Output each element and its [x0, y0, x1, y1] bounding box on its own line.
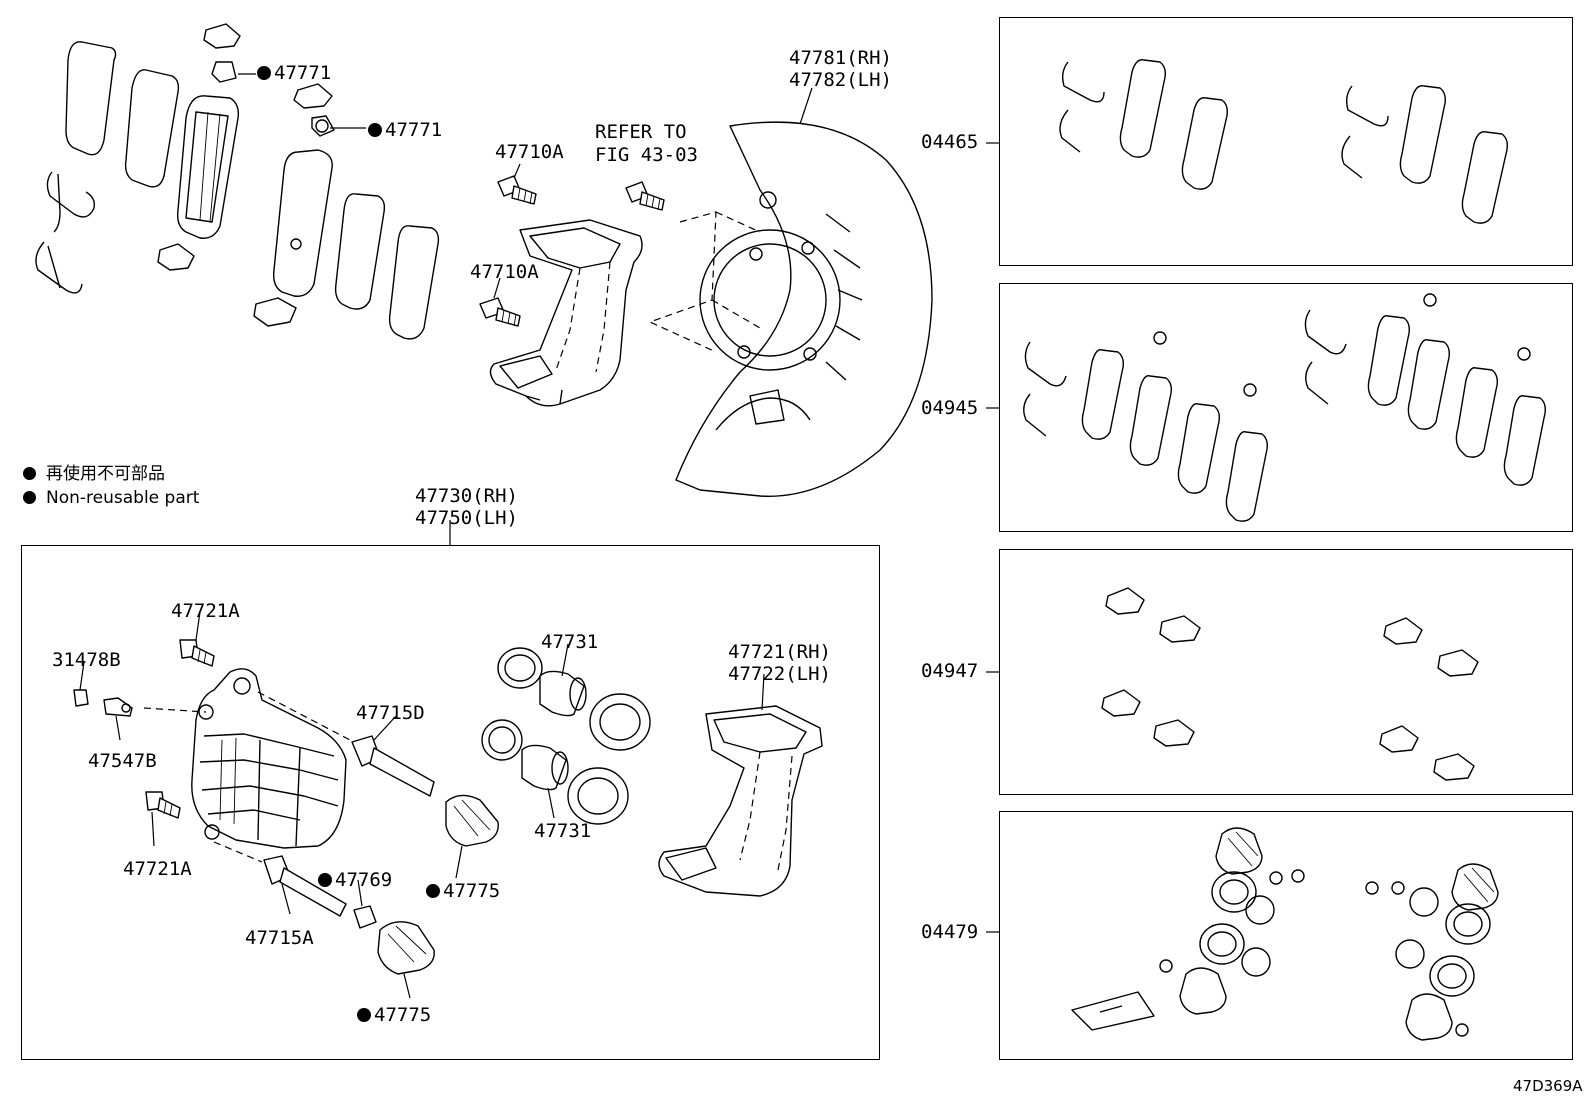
non-reusable-marker-icon [23, 467, 36, 480]
part-label-31478b[interactable]: 31478B [52, 649, 121, 671]
non-reusable-marker-icon [368, 123, 382, 137]
part-label-47771-b[interactable]: 47771 [368, 119, 442, 141]
brake-pad-set-drawing [35, 23, 440, 340]
caliper-torque-plate-drawing [489, 219, 643, 407]
legend-row-english: Non-reusable part [23, 486, 199, 510]
non-reusable-marker-icon [23, 491, 36, 504]
non-reusable-marker-icon [318, 873, 332, 887]
kit-04947-box [999, 549, 1573, 795]
kit-04479-drawing [1071, 827, 1499, 1041]
kit-04479-box [999, 811, 1573, 1060]
kit-04947-drawing [1101, 587, 1479, 781]
caliper-assembly-box [21, 545, 880, 1060]
part-label-47781: 47781(RH) [789, 47, 892, 69]
part-label-47731-bottom[interactable]: 47731 [534, 820, 592, 842]
kit-04945-drawing [1023, 293, 1547, 522]
part-label-47710a-2[interactable]: 47710A [470, 261, 539, 283]
part-label-47722: 47722(LH) [728, 663, 831, 685]
part-label-47721a-bottom[interactable]: 47721A [123, 858, 192, 880]
part-label-47775-a[interactable]: 47775 [426, 880, 500, 902]
part-label-47769[interactable]: 47769 [318, 869, 392, 891]
part-label-47730-47750[interactable]: 47730(RH) 47750(LH) [415, 485, 518, 529]
part-label-47782: 47782(LH) [789, 69, 892, 91]
part-label-47721-47722[interactable]: 47721(RH) 47722(LH) [728, 641, 831, 685]
part-label-47750: 47750(LH) [415, 507, 518, 529]
kit-code-04465[interactable]: 04465 [921, 131, 979, 153]
part-label-47771-a[interactable]: 47771 [257, 62, 331, 84]
kit-code-04945[interactable]: 04945 [921, 397, 979, 419]
part-label-47710a-1[interactable]: 47710A [495, 141, 564, 163]
part-label-47721: 47721(RH) [728, 641, 831, 663]
refer-note[interactable]: REFER TO FIG 43-03 [595, 121, 698, 167]
non-reusable-marker-icon [257, 66, 271, 80]
part-label-47781-47782[interactable]: 47781(RH) 47782(LH) [789, 47, 892, 91]
legend-row-japanese: 再使用不可部品 [23, 462, 199, 486]
part-label-47775-b[interactable]: 47775 [357, 1004, 431, 1026]
disc-dust-cover-drawing [648, 121, 933, 497]
caliper-assembly-drawing [73, 639, 499, 975]
part-label-47721a-top[interactable]: 47721A [171, 600, 240, 622]
refer-note-line-2: FIG 43-03 [595, 144, 698, 166]
part-label-47730: 47730(RH) [415, 485, 518, 507]
mounting-bolts-drawing [479, 175, 665, 327]
piston-seal-drawing [481, 647, 651, 825]
kit-04465-drawing [1059, 59, 1509, 224]
legend: 再使用不可部品 Non-reusable part [23, 462, 199, 510]
part-label-47715a[interactable]: 47715A [245, 927, 314, 949]
part-label-47547b[interactable]: 47547B [88, 750, 157, 772]
part-label-47731-top[interactable]: 47731 [541, 631, 599, 653]
refer-note-line-1: REFER TO [595, 121, 687, 143]
caliper-bracket-drawing [658, 705, 823, 897]
part-label-47715d[interactable]: 47715D [356, 702, 425, 724]
kit-code-04479[interactable]: 04479 [921, 921, 979, 943]
figure-id: 47D369A [1513, 1077, 1583, 1095]
kit-04465-box [999, 17, 1573, 266]
non-reusable-marker-icon [357, 1008, 371, 1022]
kit-04945-box [999, 283, 1573, 532]
kit-code-04947[interactable]: 04947 [921, 660, 979, 682]
non-reusable-marker-icon [426, 884, 440, 898]
